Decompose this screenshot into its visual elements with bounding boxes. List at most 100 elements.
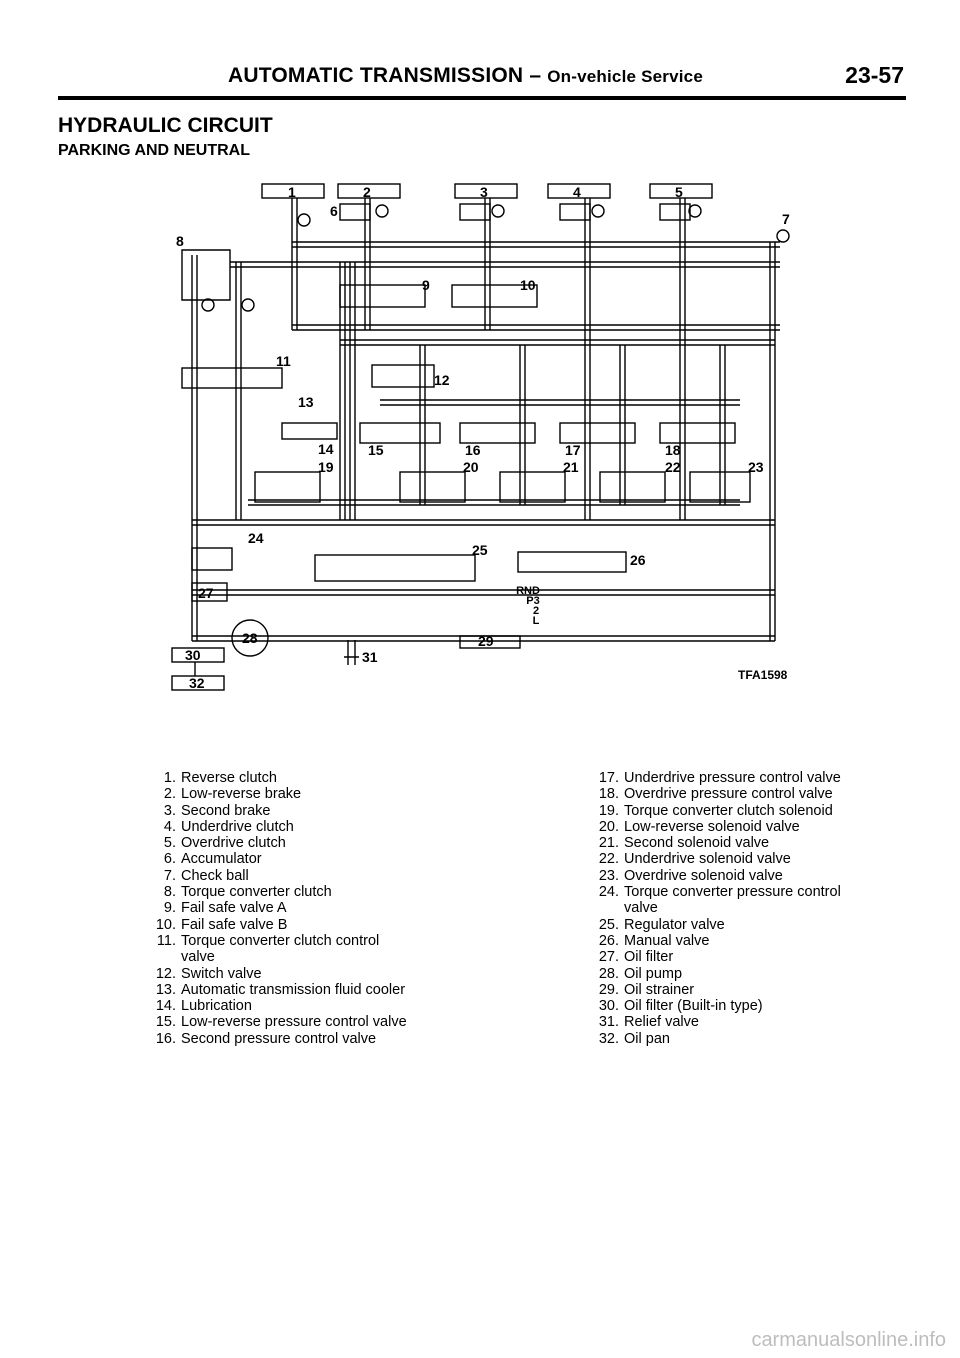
legend-item-text: Regulator valve (624, 916, 725, 933)
callout-19: 19 (318, 459, 334, 475)
callout-12: 12 (434, 372, 450, 388)
callout-31: 31 (362, 649, 378, 665)
legend-item-number: 10. (155, 916, 176, 933)
callout-23: 23 (748, 459, 764, 475)
legend-item: 29.Oil strainer (595, 982, 905, 998)
legend-item-number: 3. (163, 802, 176, 819)
legend-item: 1. Reverse clutch (152, 770, 482, 786)
legend-item-text: Relief valve (624, 1014, 699, 1031)
callout-2: 2 (363, 184, 371, 200)
legend-item-number: 15. (155, 1014, 176, 1031)
legend-item-text: Underdrive clutch (181, 818, 294, 835)
callout-10: 10 (520, 277, 536, 293)
legend-item-number: 32. (598, 1030, 619, 1047)
callout-28: 28 (242, 630, 258, 646)
figure-reference-code: TFA1598 (738, 668, 788, 682)
legend-item-number: 26. (598, 932, 619, 949)
legend-item-text: Overdrive clutch (181, 835, 286, 852)
legend-item-text: Manual valve (624, 932, 710, 949)
legend-item-number: 12. (155, 965, 176, 982)
legend-item: valve (595, 900, 905, 916)
legend-item: 25.Regulator valve (595, 917, 905, 933)
range-label-rnd: RND (516, 585, 540, 597)
page-number: 23-57 (845, 62, 904, 88)
legend-item-text: Oil strainer (624, 981, 695, 998)
callout-24: 24 (248, 530, 264, 546)
callout-3: 3 (480, 184, 488, 200)
legend-item: 5. Overdrive clutch (152, 835, 482, 851)
legend-item: 15. Low-reverse pressure control valve (152, 1014, 482, 1030)
range-labels: RND P3 2 L (516, 585, 540, 627)
callout-8: 8 (176, 233, 184, 249)
legend-item: 21. Second solenoid valve (595, 835, 905, 851)
legend-item-text: Oil filter (Built-in type) (624, 998, 763, 1015)
callout-1: 1 (288, 184, 296, 200)
legend-item-text: valve (181, 949, 215, 966)
legend-item: 24. Torque converter pressure control (595, 884, 905, 900)
legend-item-number: 19. (598, 802, 619, 819)
legend-item-number: 27. (598, 949, 619, 966)
legend-item-number: 6. (163, 851, 176, 868)
legend-item: valve (152, 949, 482, 965)
circuit-lines (171, 183, 790, 691)
legend-item-text: valve (624, 900, 658, 917)
legend-item-text: Oil pump (624, 965, 683, 982)
callout-labels: 1 2 3 4 5 6 7 8 9 10 11 12 13 14 15 16 1… (176, 184, 790, 691)
legend-item-number: 4. (163, 818, 176, 835)
legend-item: 9.Fail safe valve A (152, 900, 482, 916)
callout-11: 11 (276, 353, 291, 369)
legend-item: 32.Oil pan (595, 1031, 905, 1047)
legend-item-text: Overdrive pressure control valve (624, 786, 833, 803)
legend-item: 8.Torque converter clutch (152, 884, 482, 900)
legend-item-text: Low-reverse brake (181, 786, 302, 803)
legend-item-number: 7. (163, 867, 176, 884)
callout-13: 13 (298, 394, 314, 410)
legend-item-number (152, 949, 176, 965)
callout-14: 14 (318, 441, 334, 457)
callout-21: 21 (563, 459, 579, 475)
legend-item-number: 11. (156, 932, 176, 949)
legend-item-number: 17. (598, 770, 619, 786)
legend-item: 20.Low-reverse solenoid valve (595, 819, 905, 835)
header-title-separator: – (523, 64, 548, 87)
legend-item-number: 30. (598, 998, 619, 1015)
callout-18: 18 (665, 442, 681, 458)
legend-item-text: Second brake (181, 802, 271, 819)
legend-item-text: Reverse clutch (181, 770, 277, 786)
legend-item-number: 5. (163, 835, 176, 852)
legend-item-text: Low-reverse pressure control valve (181, 1014, 407, 1031)
legend-item: 30. Oil filter (Built-in type) (595, 998, 905, 1014)
hydraulic-circuit-diagram: 1 2 3 4 5 6 7 8 9 10 11 12 13 14 15 16 1… (171, 183, 790, 691)
callout-22: 22 (665, 459, 681, 475)
legend-item-text: Torque converter clutch solenoid (624, 802, 833, 819)
legend-item-text: Check ball (181, 867, 249, 884)
legend-item: 23.Overdrive solenoid valve (595, 868, 905, 884)
legend-item-text: Fail safe valve B (181, 916, 288, 933)
legend-item: 17. Underdrive pressure control valve (595, 770, 905, 786)
legend-item-number: 18. (598, 786, 619, 803)
legend-item-text: Fail safe valve A (181, 900, 287, 917)
legend-item-number: 24. (598, 884, 619, 901)
legend-item-text: Oil filter (624, 949, 674, 966)
page-header: AUTOMATIC TRANSMISSION – On-vehicle Serv… (58, 62, 906, 100)
legend-item-text: Underdrive pressure control valve (624, 770, 841, 786)
legend-item-text: Overdrive solenoid valve (624, 867, 783, 884)
legend-item-number: 13. (155, 981, 176, 998)
legend-item-text: Torque converter pressure control (624, 884, 841, 901)
legend-item-number: 31. (598, 1014, 619, 1031)
callout-26: 26 (630, 552, 646, 568)
legend-item-number: 1. (163, 770, 176, 786)
legend-item-text: Low-reverse solenoid valve (624, 818, 800, 835)
legend-item-number: 14. (155, 998, 176, 1015)
legend-item: 11.Torque converter clutch control (152, 933, 482, 949)
callout-32: 32 (189, 675, 205, 691)
legend-item-number: 21. (598, 835, 619, 852)
legend-item: 4. Underdrive clutch (152, 819, 482, 835)
legend-item: 12.Switch valve (152, 966, 482, 982)
callout-30: 30 (185, 647, 201, 663)
range-label-2: 2 (533, 605, 539, 617)
legend-item-text: Second solenoid valve (624, 835, 770, 852)
legend-item-number (595, 900, 619, 916)
legend-item: 10. Fail safe valve B (152, 917, 482, 933)
